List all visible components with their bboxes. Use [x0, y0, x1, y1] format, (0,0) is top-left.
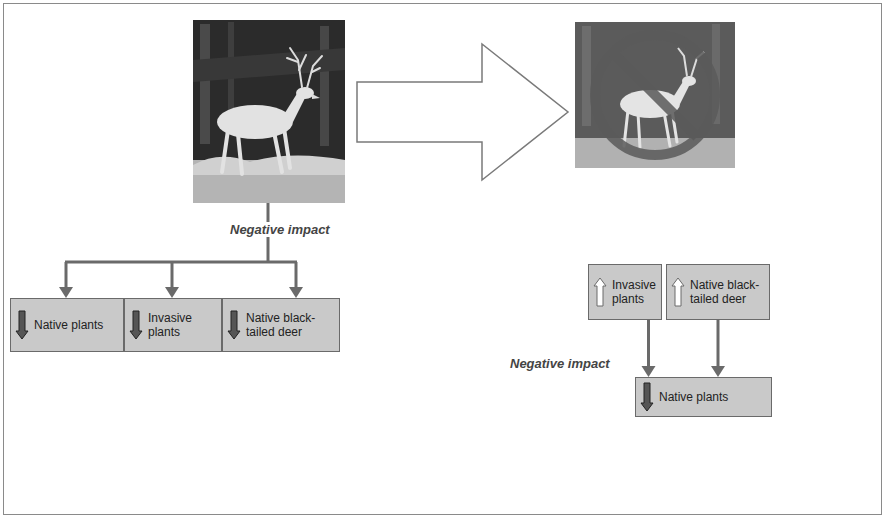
impact-connector [642, 320, 656, 377]
impact-label: Negative impact [228, 222, 332, 237]
box-label: Invasive plants [612, 278, 656, 306]
effect-box: Native black-tailed deer [666, 264, 770, 320]
transition-arrow [357, 44, 568, 180]
removed-deer-photo [575, 22, 735, 168]
impact-branches [65, 203, 297, 289]
decrease-arrow [129, 310, 143, 340]
box-label: Invasive plants [148, 311, 216, 339]
effect-box: Native plants [635, 377, 772, 417]
increase-arrow [593, 277, 607, 307]
impact-connector [711, 320, 725, 377]
deer-photo [193, 20, 345, 203]
effect-box: Native black-tailed deer [222, 298, 340, 352]
increase-arrow [671, 277, 685, 307]
decrease-arrow [227, 310, 241, 340]
figure-frame [3, 3, 882, 515]
effect-box: Invasive plants [588, 264, 662, 320]
box-label: Native black-tailed deer [246, 311, 334, 339]
effect-box: Native plants [10, 298, 124, 352]
decrease-arrow [640, 382, 654, 412]
box-label: Native plants [659, 390, 728, 404]
box-label: Native black-tailed deer [690, 278, 764, 306]
impact-arrowheads [59, 287, 303, 298]
box-label: Native plants [34, 318, 103, 332]
impact-label: Negative impact [508, 356, 612, 371]
decrease-arrow [15, 310, 29, 340]
effect-box: Invasive plants [124, 298, 222, 352]
